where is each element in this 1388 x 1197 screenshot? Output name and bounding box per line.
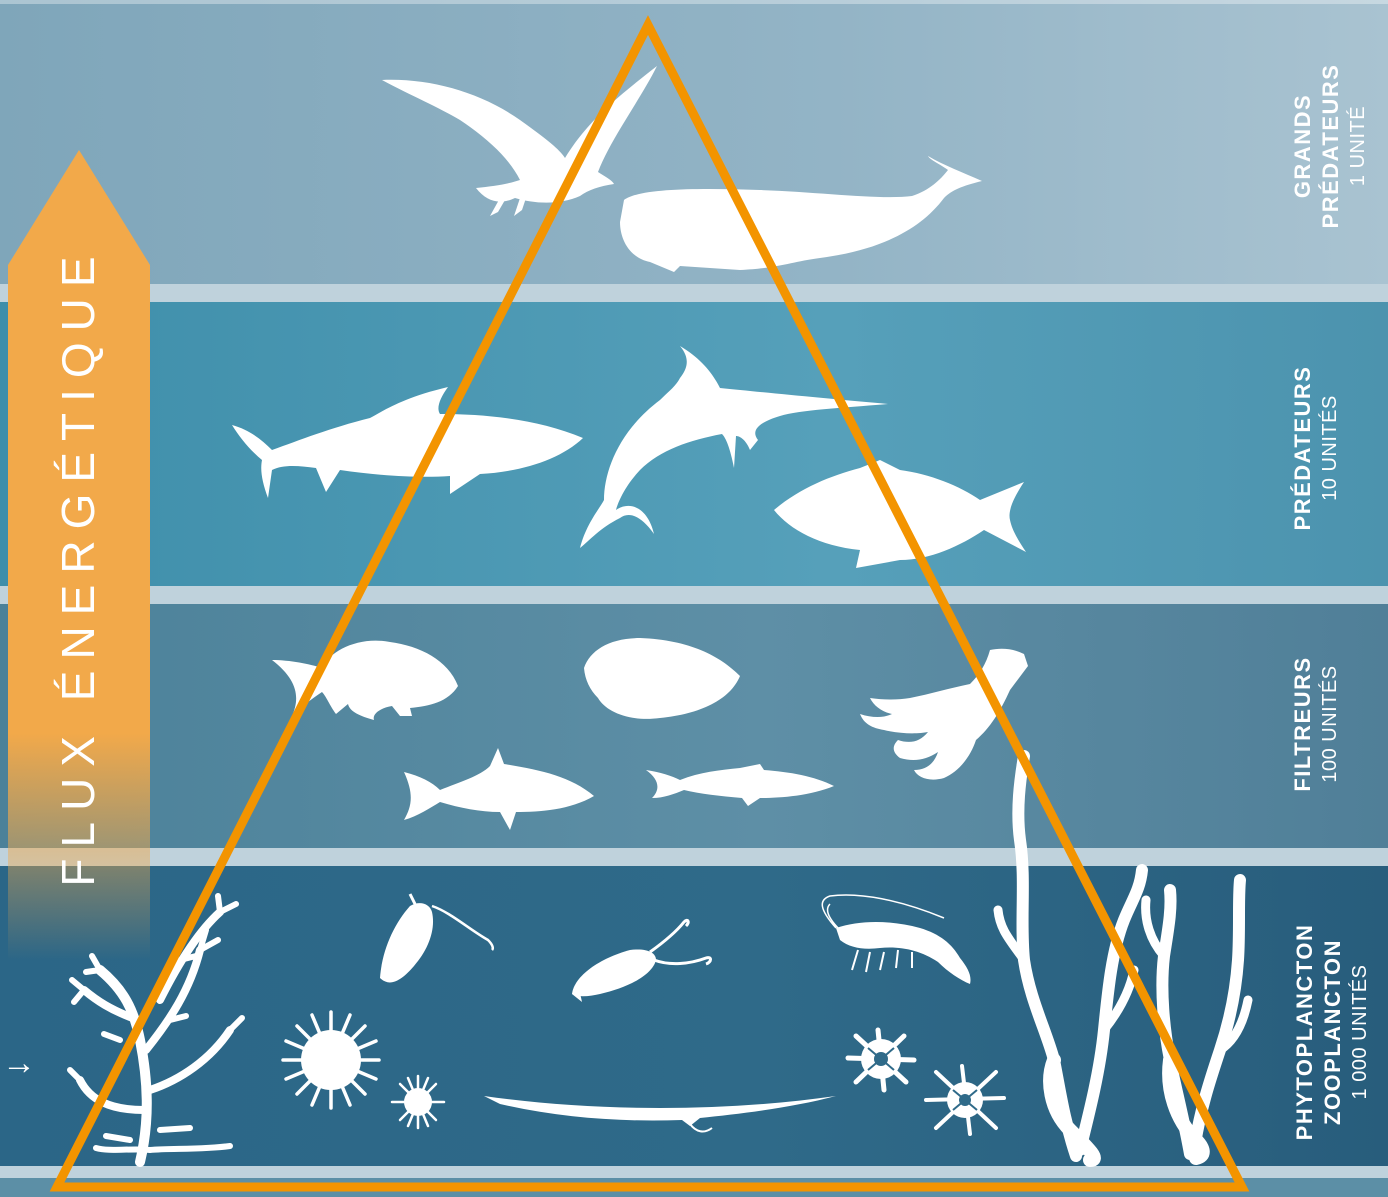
level-title: ZOOPLANCTON <box>1319 924 1347 1141</box>
small-urchin-icon <box>392 1076 444 1128</box>
shrimp-icon <box>822 895 970 984</box>
small-diatom-icon <box>926 1066 1004 1134</box>
level-title: GRANDS <box>1289 64 1317 229</box>
level-title: PRÉDATEURS <box>1289 366 1317 531</box>
level-label-filtreurs: FILTREURS 100 UNITÉS <box>1289 656 1343 791</box>
level-units: 1 UNITÉ <box>1345 64 1371 229</box>
level-units: 100 UNITÉS <box>1317 656 1343 791</box>
input-arrow-icon: → <box>2 1046 36 1080</box>
energy-flow-label: FLUX ÉNERGÉTIQUE <box>51 245 105 886</box>
level-units: 1 000 UNITÉS <box>1347 924 1373 1141</box>
diatom-icon <box>848 1030 914 1090</box>
level-title: PHYTOPLANCTON <box>1291 924 1319 1141</box>
sperm-whale-icon <box>620 156 982 272</box>
eel-larva-icon <box>484 1096 836 1131</box>
shark-icon <box>232 387 583 498</box>
level-label-grands-predateurs: GRANDS PRÉDATEURS 1 UNITÉ <box>1289 64 1371 229</box>
copepod-icon <box>572 920 711 1002</box>
level-label-plancton: PHYTOPLANCTON ZOOPLANCTON 1 000 UNITÉS <box>1291 924 1373 1141</box>
level-title: PRÉDATEURS <box>1317 64 1345 229</box>
anchovy-icon <box>646 764 834 806</box>
urchin-icon <box>283 1012 379 1108</box>
level-title: FILTREURS <box>1289 656 1317 791</box>
mullet-icon <box>404 748 594 830</box>
isopod-icon <box>380 894 493 982</box>
level-label-predateurs: PRÉDATEURS 10 UNITÉS <box>1289 366 1343 531</box>
level-units: 10 UNITÉS <box>1317 366 1343 531</box>
angelfish-icon <box>584 638 740 719</box>
